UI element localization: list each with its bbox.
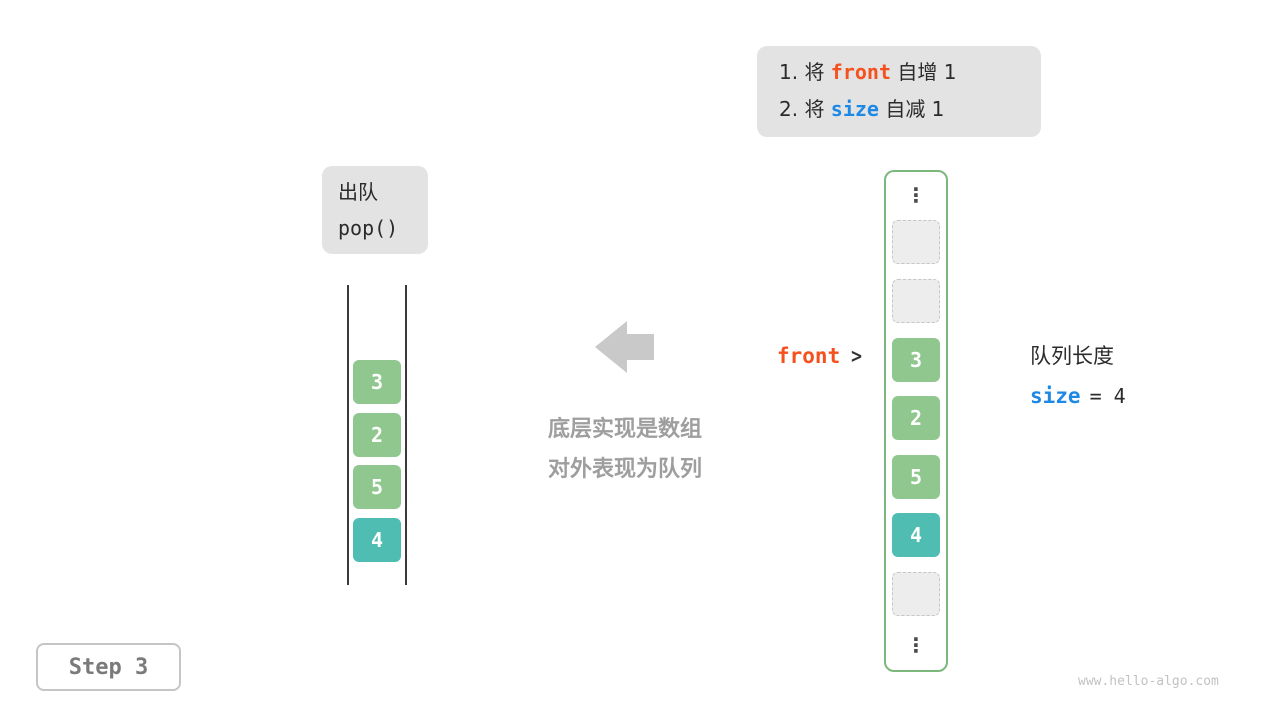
instruction-2-suffix: 自减 1 [878,97,945,121]
array-container: ⋮ 3 2 5 4 ⋮ [884,170,948,672]
array-cell: 4 [892,513,940,557]
array-empty-cell [892,279,940,323]
queue-length-value: = 4 [1089,384,1126,408]
ellipsis-bottom-icon: ⋮ [906,633,926,657]
center-caption: 底层实现是数组 对外表现为队列 [505,410,745,490]
front-pointer: front > [777,344,863,368]
step-badge-label: Step 3 [68,654,149,680]
array-cell: 5 [892,455,940,499]
instruction-2-prefix: 2. 将 [779,97,831,121]
ellipsis-top-icon: ⋮ [906,183,926,207]
queue-cell: 3 [353,360,401,404]
array-empty-cell [892,572,940,616]
array-empty-cell [892,220,940,264]
instruction-1-suffix: 自增 1 [891,60,957,84]
queue-cell: 5 [353,465,401,509]
step-badge: Step 3 [36,643,181,691]
caption-line-1: 底层实现是数组 [547,417,702,442]
queue-length-title: 队列长度 [1030,344,1114,368]
queue-length-value-row: size = 4 [1030,384,1126,408]
array-cell: 3 [892,338,940,382]
queue-cell: 2 [353,413,401,457]
front-pointer-arrow-icon: > [850,344,863,368]
instruction-2-code-size: size [830,97,879,121]
operation-code: pop() [338,216,399,240]
operation-box: 出队 pop() [322,166,428,254]
queue-cell: 4 [353,518,401,562]
left-arrow-icon [595,321,655,373]
queue-right-line [405,285,407,585]
instruction-box: 1. 将 front 自增 1 2. 将 size 自减 1 [757,46,1041,137]
queue-length-info: 队列长度 size = 4 [1030,340,1126,408]
queue-length-code-size: size [1030,384,1081,408]
instruction-1-prefix: 1. 将 [779,60,831,84]
queue-left-line [347,285,349,585]
watermark: www.hello-algo.com [1078,674,1219,689]
front-pointer-label: front [777,344,841,368]
left-arrow-head [595,321,627,373]
instruction-line-1: 1. 将 front 自增 1 [779,54,1019,91]
instruction-1-code-front: front [830,60,892,84]
left-arrow-tail [626,334,654,360]
caption-line-2: 对外表现为队列 [547,457,702,482]
operation-title: 出队 [338,180,378,204]
array-cell: 2 [892,396,940,440]
instruction-line-2: 2. 将 size 自减 1 [779,91,1019,128]
